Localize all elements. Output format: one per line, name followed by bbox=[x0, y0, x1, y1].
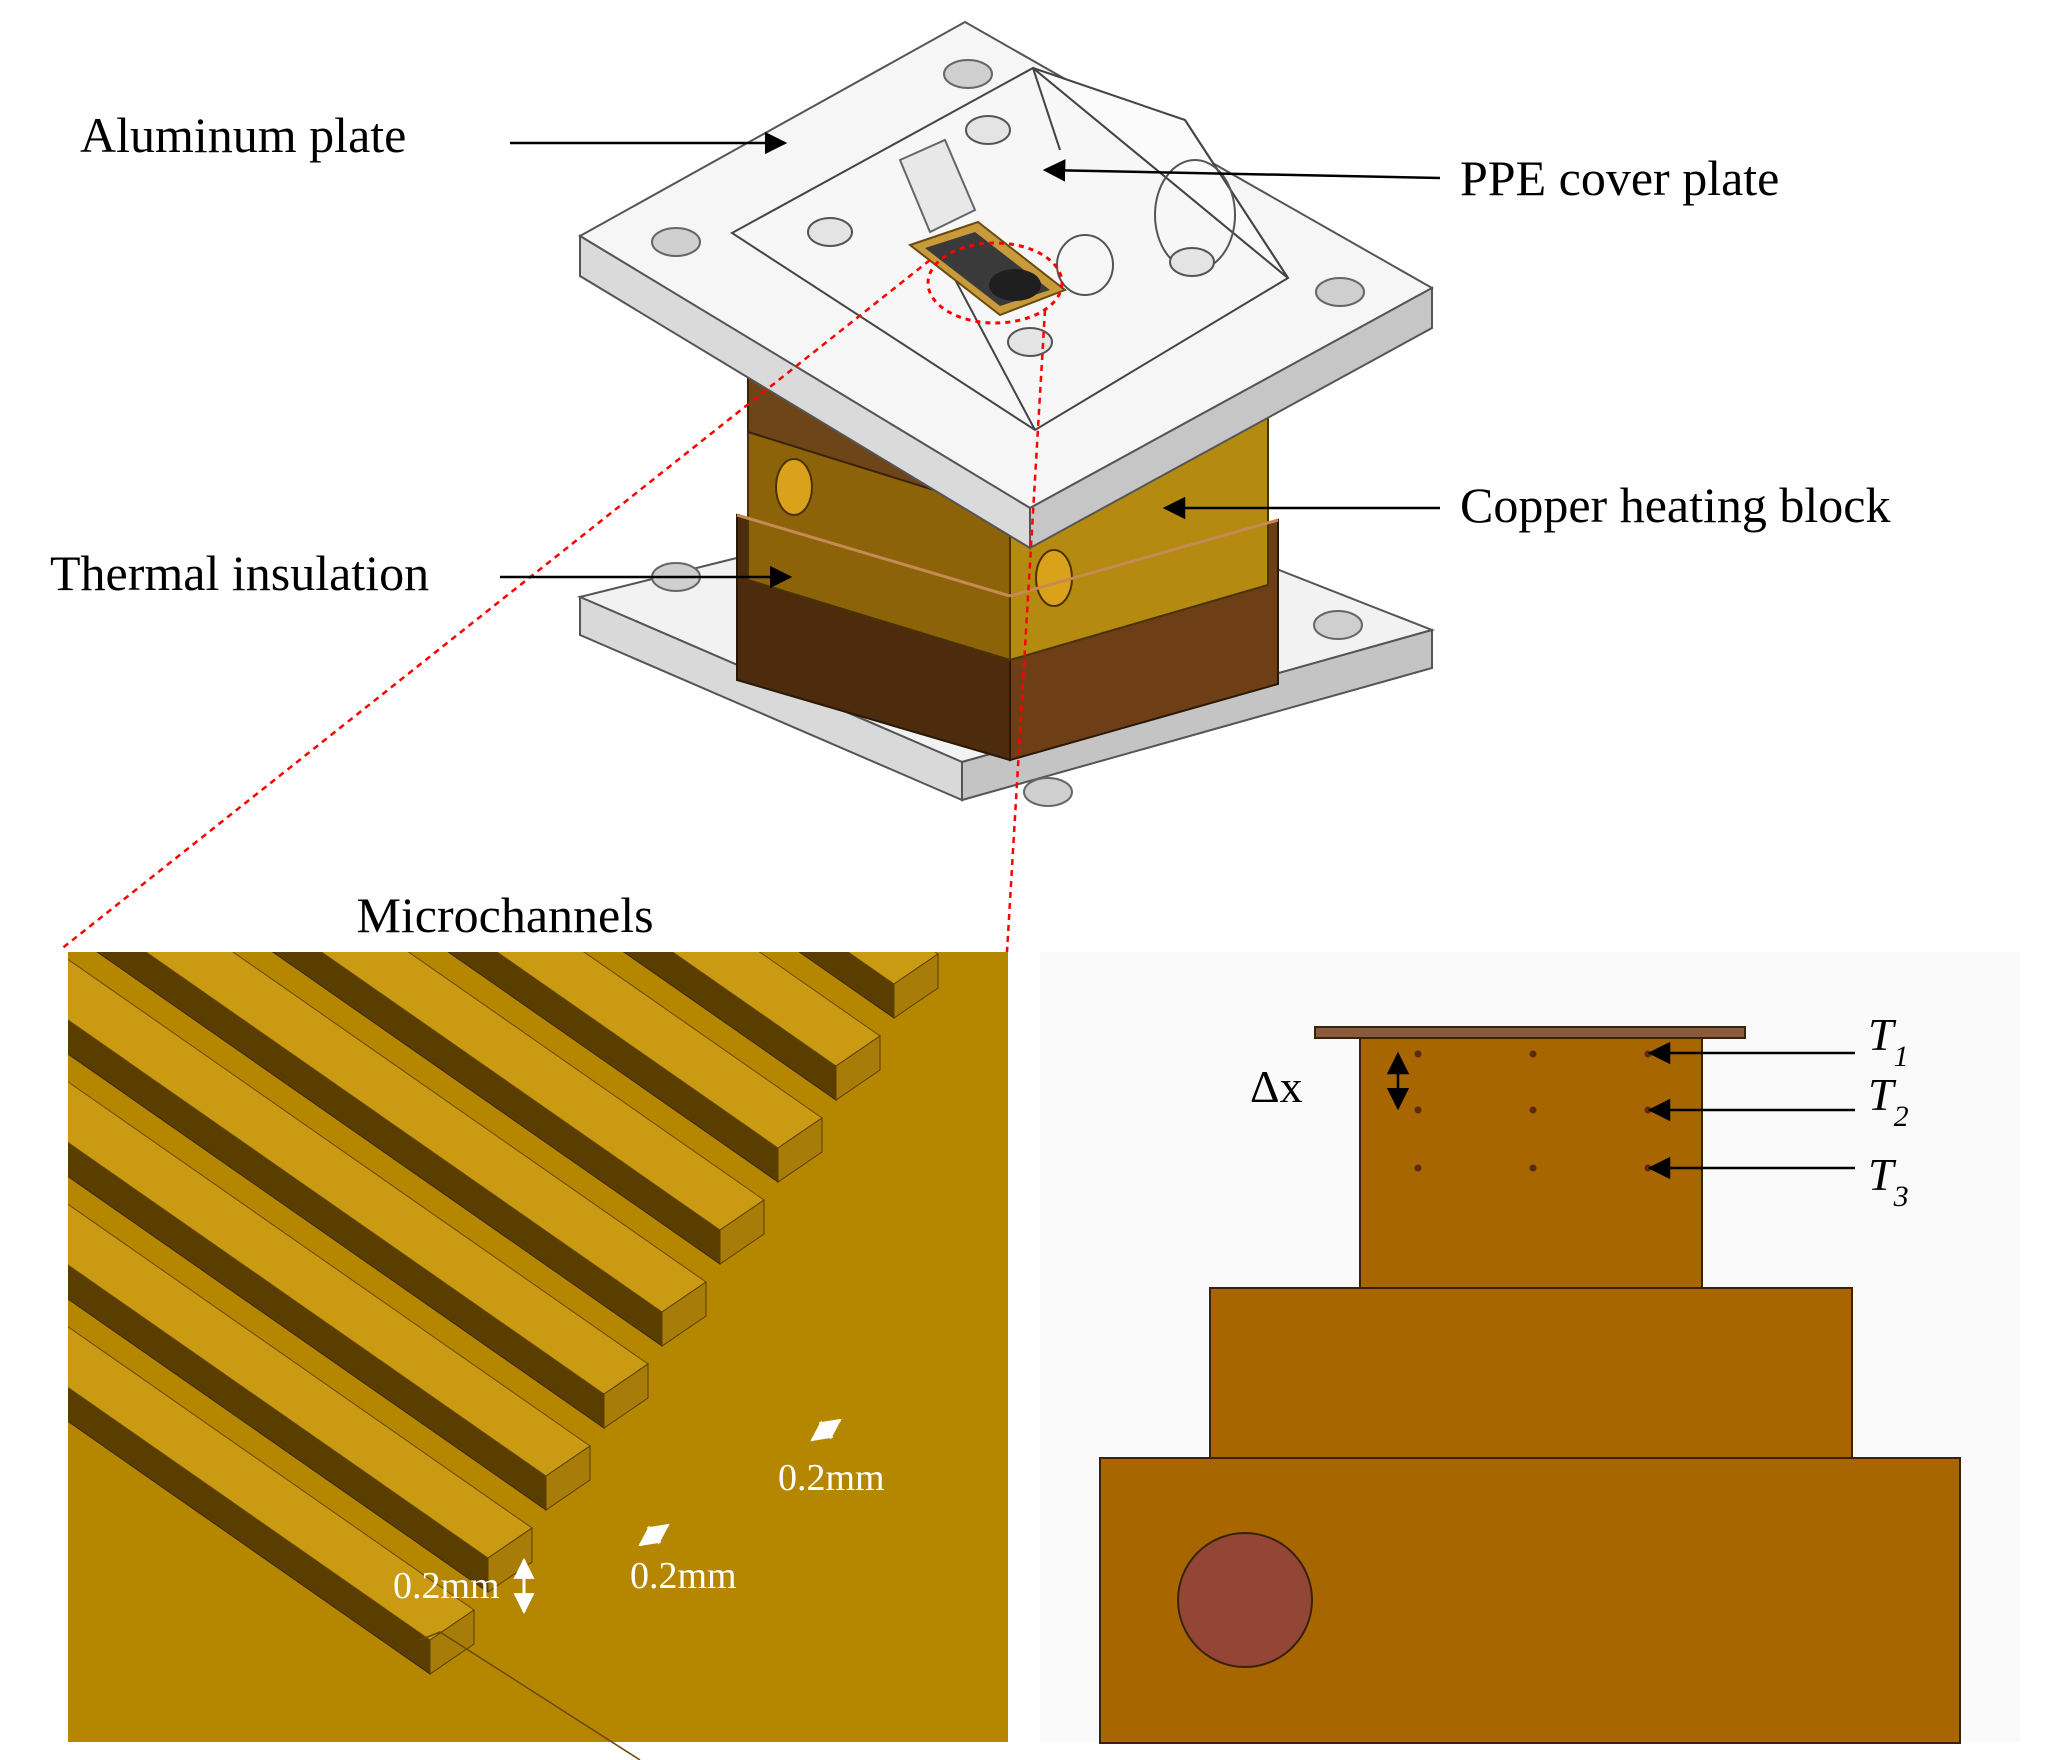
test-chip-layer bbox=[1314, 1026, 1746, 1039]
microchannel-fin bbox=[271, 952, 765, 1265]
microchannel-fin bbox=[622, 952, 881, 1101]
label-thermal-insulation: Thermal insulation bbox=[50, 545, 429, 601]
microchannel-inset: 0.2mm 0.2mm 0.2mm bbox=[68, 952, 1008, 1760]
dim-label-channel-depth: 0.2mm bbox=[393, 1565, 500, 1607]
microchannel-fin bbox=[68, 1081, 591, 1511]
leader-line-right bbox=[1005, 309, 1047, 953]
cross-section-view: Δx T1 T2 T3 bbox=[1040, 952, 2020, 1744]
label-t1: T1 bbox=[1868, 1009, 1909, 1073]
microchannel-fin bbox=[68, 1326, 475, 1675]
microchannel-fin bbox=[798, 952, 939, 1019]
label-microchannels: Microchannels bbox=[356, 887, 653, 943]
delta-x-label: Δx bbox=[1250, 1061, 1303, 1112]
microchannel-fin bbox=[68, 1203, 533, 1593]
arrow-ppe-cover-plate bbox=[1042, 159, 1441, 182]
dim-label-channel-width: 0.2mm bbox=[778, 1457, 885, 1499]
label-t3: T3 bbox=[1868, 1149, 1909, 1213]
dim-label-fin-width: 0.2mm bbox=[630, 1555, 737, 1597]
highlight-circle bbox=[926, 241, 1064, 325]
microchannel-fin bbox=[96, 952, 707, 1347]
microchannel-fin bbox=[68, 958, 649, 1429]
copper-neck bbox=[1359, 1037, 1703, 1289]
assembly-3d bbox=[576, 20, 1436, 807]
dim-arrow-channel-width bbox=[810, 1418, 842, 1442]
microchannel-fin bbox=[447, 952, 823, 1183]
label-t2: T2 bbox=[1868, 1069, 1909, 1133]
leader-line-left bbox=[59, 259, 931, 951]
dim-arrow-fin-width bbox=[638, 1523, 670, 1547]
cartridge-heater-hole bbox=[1177, 1532, 1313, 1668]
label-copper-heating-block: Copper heating block bbox=[1460, 477, 1890, 533]
label-aluminum-plate: Aluminum plate bbox=[80, 107, 406, 163]
copper-middle-step bbox=[1209, 1287, 1853, 1459]
microchannel-fins bbox=[68, 952, 939, 1675]
label-ppe-cover-plate: PPE cover plate bbox=[1460, 150, 1779, 206]
